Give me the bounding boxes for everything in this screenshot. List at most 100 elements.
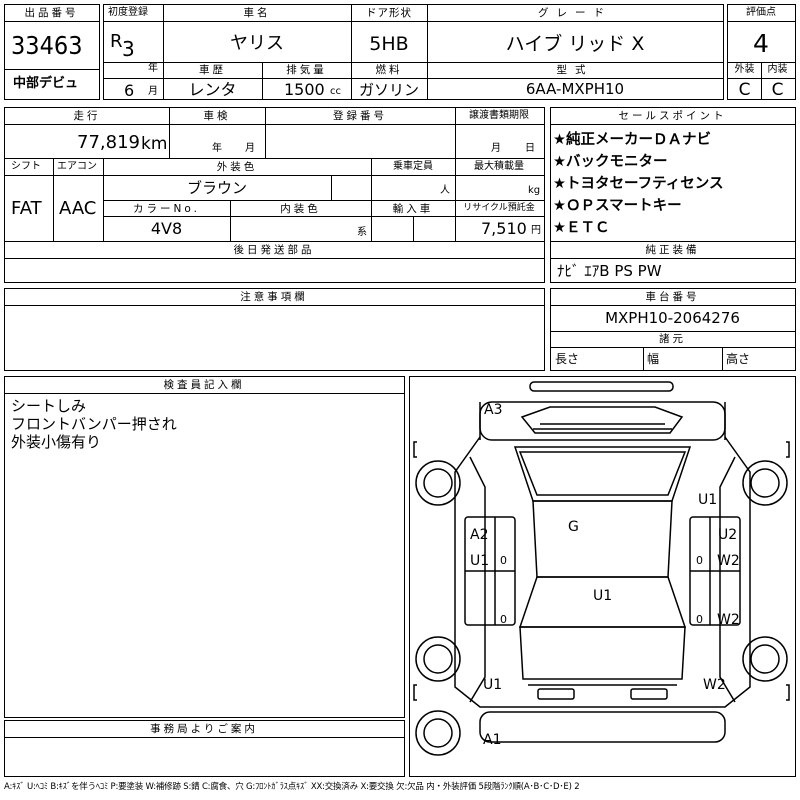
transfer-month-unit: 月 <box>491 143 501 154</box>
debut-label: 中部デビュ <box>13 76 79 91</box>
year-value: 3 <box>122 37 135 61</box>
year-unit: 年 <box>148 63 158 74</box>
car-outline <box>413 381 790 756</box>
history-value: レンタ <box>188 80 237 99</box>
chassis-label: 車台番号 <box>645 291 700 303</box>
ext-color-value: ブラウン <box>186 179 247 197</box>
inspection-label: 車検 <box>203 110 231 122</box>
import-label: 輸入車 <box>392 203 434 215</box>
sales-point-5: ★ＥＴＣ <box>553 220 610 236</box>
grade-value: ハイブ リッド X <box>505 33 645 55</box>
zero-mark-right-2: 0 <box>696 613 703 626</box>
equipment-box: 純正装備 ﾅﾋﾞ ｴｱB PS PW <box>550 241 796 283</box>
later-parts-label: 後日発送部品 <box>233 244 315 256</box>
transfer-label: 譲渡書類期限 <box>469 110 529 121</box>
inspection-year-unit: 年 <box>212 143 222 154</box>
shift-label: シフト <box>11 161 41 172</box>
capacity-label: 乗車定員 <box>393 161 433 172</box>
sales-point-1: ★純正メーカーＤＡナビ <box>553 132 711 148</box>
mileage-value: 77,819 <box>77 132 140 153</box>
load-label: 最大積載量 <box>474 161 524 172</box>
color-no-label: カラーNo. <box>133 203 200 215</box>
lot-number: 33463 <box>11 31 83 60</box>
damage-A2: A2 <box>470 527 489 543</box>
header-box: 初度登録 R 3 年 6 月 車名 ヤリス ドア形状 5HB グレード ハイブ … <box>103 4 724 100</box>
zero-mark-right-1: 0 <box>696 554 703 567</box>
chassis-box: 車台番号 MXPH10-2064276 諸元 長さ 幅 高さ <box>550 288 796 371</box>
score-label: 評価点 <box>746 7 776 18</box>
dims-label: 諸元 <box>659 333 686 345</box>
load-unit: kg <box>528 185 541 196</box>
damage-U2: U2 <box>718 527 738 543</box>
recycle-unit: 円 <box>531 225 541 236</box>
damage-U1-left: U1 <box>470 553 490 569</box>
equipment-label: 純正装備 <box>645 244 700 256</box>
sales-point-2: ★バックモニター <box>553 154 668 170</box>
damage-G: G <box>568 519 579 535</box>
model-value: 6AA-MXPH10 <box>525 80 625 98</box>
score-value: 4 <box>753 29 769 58</box>
fuel-value: ガソリン <box>358 81 419 99</box>
displacement-label: 排気量 <box>286 64 327 76</box>
score-box: 評価点 4 外装 内装 C C <box>727 4 796 100</box>
grade-label: グレード <box>538 7 612 19</box>
shift-value: FAT <box>11 198 42 219</box>
notes-label: 注意事項欄 <box>240 291 308 303</box>
zero-mark-left-2: 0 <box>500 613 507 626</box>
lot-label: 出品番号 <box>24 7 79 19</box>
chassis-value: MXPH10-2064276 <box>605 309 740 327</box>
length-label: 長さ <box>555 352 580 366</box>
later-parts-box: 後日発送部品 <box>4 241 545 283</box>
damage-A1: A1 <box>483 732 502 748</box>
door-label: ドア形状 <box>366 7 412 19</box>
inspector-label: 検査員記入欄 <box>163 379 245 391</box>
interior-value: C <box>771 80 784 100</box>
legend: A:ｷｽﾞ U:ﾍｺﾐ B:ｷｽﾞを伴うﾍｺﾐ P:要塗装 W:補修跡 S:錆 … <box>4 782 580 792</box>
first-reg-label: 初度登録 <box>108 7 148 18</box>
ac-value: AAC <box>59 198 97 219</box>
recycle-value: 7,510 <box>481 219 527 238</box>
capacity-unit: 人 <box>440 185 450 196</box>
damage-W2-a: W2 <box>717 553 740 569</box>
ext-color-label: 外装色 <box>216 161 258 173</box>
fuel-label: 燃料 <box>375 64 403 76</box>
damage-A3: A3 <box>484 402 503 418</box>
exterior-value: C <box>738 80 751 100</box>
sales-points-box: セールスポイント ★純正メーカーＤＡナビ ★バックモニター ★トヨタセーフティセ… <box>550 107 796 243</box>
inspector-line-1: シートしみ <box>11 397 87 415</box>
transfer-day-unit: 日 <box>525 143 535 154</box>
inspection-month-unit: 月 <box>245 143 255 154</box>
displacement-value: 1500 <box>284 80 325 99</box>
damage-U1-right-front: U1 <box>698 492 718 508</box>
sales-point-4: ★ＯＰスマートキー <box>553 198 682 214</box>
details-box: 走行 77,819 km 車検 年 月 登録番号 譲渡書類期限 月 日 シフト … <box>4 107 545 243</box>
reg-label: 登録番号 <box>333 110 387 122</box>
equipment-value: ﾅﾋﾞ ｴｱB PS PW <box>557 262 662 280</box>
inspector-line-2: フロントバンパー押され <box>11 415 177 433</box>
damage-U1-center: U1 <box>593 588 613 604</box>
history-label: 車歴 <box>199 64 226 76</box>
ac-label: エアコン <box>57 161 97 172</box>
color-no-value: 4V8 <box>150 219 183 238</box>
mileage-label: 走行 <box>73 110 101 122</box>
notes-box: 注意事項欄 <box>4 288 545 371</box>
width-label: 幅 <box>647 352 660 366</box>
int-color-label: 内装色 <box>280 203 321 215</box>
damage-U1-rear: U1 <box>483 677 503 693</box>
height-label: 高さ <box>726 352 751 366</box>
door-value: 5HB <box>369 33 409 55</box>
inspector-box: 検査員記入欄 シートしみ フロントバンパー押され 外装小傷有り <box>4 376 405 718</box>
int-color-unit: 系 <box>357 227 367 238</box>
mileage-unit: km <box>141 134 168 154</box>
exterior-label: 外装 <box>734 64 755 75</box>
damage-W2-c: W2 <box>703 677 726 693</box>
car-name: ヤリス <box>230 33 284 54</box>
model-label: 型式 <box>556 64 594 76</box>
lot-box: 出品番号 33463 中部デビュ <box>4 4 100 100</box>
interior-label: 内装 <box>767 64 788 75</box>
office-label: 事務局よりご案内 <box>150 723 258 735</box>
car-name-label: 車名 <box>243 7 271 19</box>
era-prefix: R <box>110 31 123 52</box>
sales-point-3: ★トヨタセーフティセンス <box>553 176 724 192</box>
office-box: 事務局よりご案内 <box>4 720 405 777</box>
